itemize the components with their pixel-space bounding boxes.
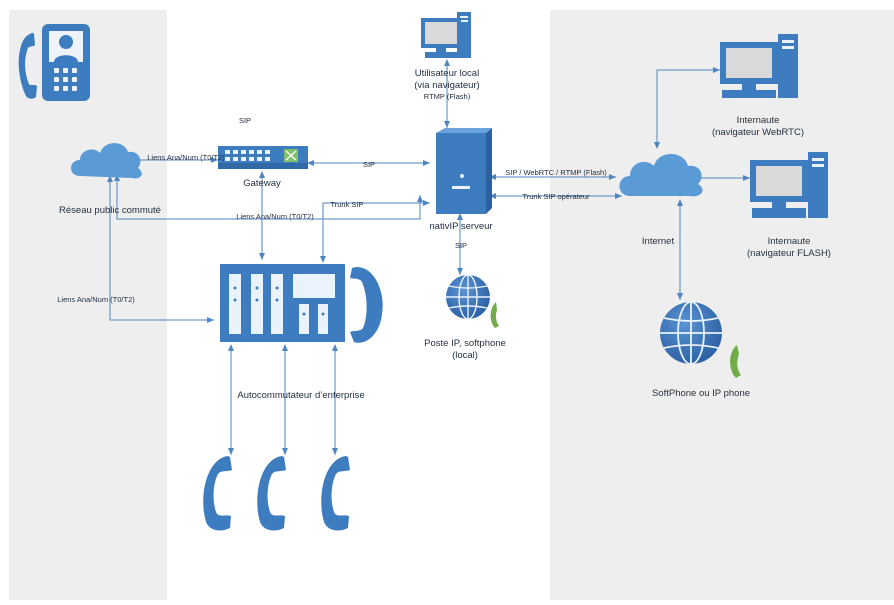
link-trunk-sip [320, 200, 430, 263]
handset-icon-internet [730, 345, 741, 378]
label-sip-gateway-server: SIP [363, 160, 375, 169]
server-icon [436, 128, 492, 214]
mobile-phone-icon [18, 24, 90, 101]
label-ip-phone-2: (local) [452, 350, 478, 361]
local-user-computer-icon [421, 12, 471, 58]
label-rtmp: RTMP (Flash) [424, 92, 471, 101]
label-sip-server-phone: SIP [455, 241, 467, 250]
labels: Réseau public commuté SIP Liens Ana/Num … [57, 68, 831, 401]
label-webrtc-2: (navigateur WebRTC) [712, 127, 804, 138]
label-liens-gateway-below: Liens Ana/Num (T0/T2) [236, 212, 314, 221]
label-gateway: Gateway [243, 178, 281, 189]
cloud-icon [71, 143, 142, 179]
globe-icon-local [446, 274, 490, 320]
label-internet: Internet [642, 236, 675, 247]
label-server: nativIP serveur [429, 221, 492, 232]
desk-phone-icon-1 [203, 456, 232, 531]
handset-icon-local [490, 302, 499, 328]
globe-icon-internet [660, 301, 722, 365]
flash-computer-icon [750, 152, 828, 218]
label-ip-phone-1: Poste IP, softphone [424, 338, 506, 349]
pbx-icon [220, 264, 383, 343]
label-trunk-operator: Trunk SIP opérateur [522, 192, 590, 201]
label-liens-gateway: Liens Ana/Num (T0/T2) [147, 153, 225, 162]
label-local-user-2: (via navigateur) [414, 80, 479, 91]
label-trunk-sip: Trunk SIP [330, 200, 363, 209]
link-internet-webrtc [654, 67, 720, 149]
label-local-user-1: Utilisateur local [415, 68, 479, 79]
label-liens-left: Liens Ana/Num (T0/T2) [57, 295, 135, 304]
link-pstn-pbx [107, 175, 214, 323]
right-panel [550, 10, 894, 600]
label-flash-1: Internaute [768, 236, 811, 247]
label-sip-top: SIP [239, 116, 251, 125]
label-pbx: Autocommutateur d’enterprise [237, 390, 364, 401]
connectors [107, 59, 750, 455]
label-flash-2: (navigateur FLASH) [747, 248, 831, 259]
webrtc-computer-icon [720, 34, 798, 98]
internet-cloud-icon [619, 154, 703, 197]
label-webrtc-1: Internaute [737, 115, 780, 126]
desk-phone-icon-3 [321, 456, 350, 531]
desk-phone-icon-2 [257, 456, 286, 531]
label-pstn: Réseau public commuté [59, 205, 161, 216]
gateway-switch-icon [218, 146, 308, 169]
label-softphone: SoftPhone ou IP phone [652, 388, 750, 399]
label-sip-server-internet: SIP / WebRTC / RTMP (Flash) [505, 168, 607, 177]
